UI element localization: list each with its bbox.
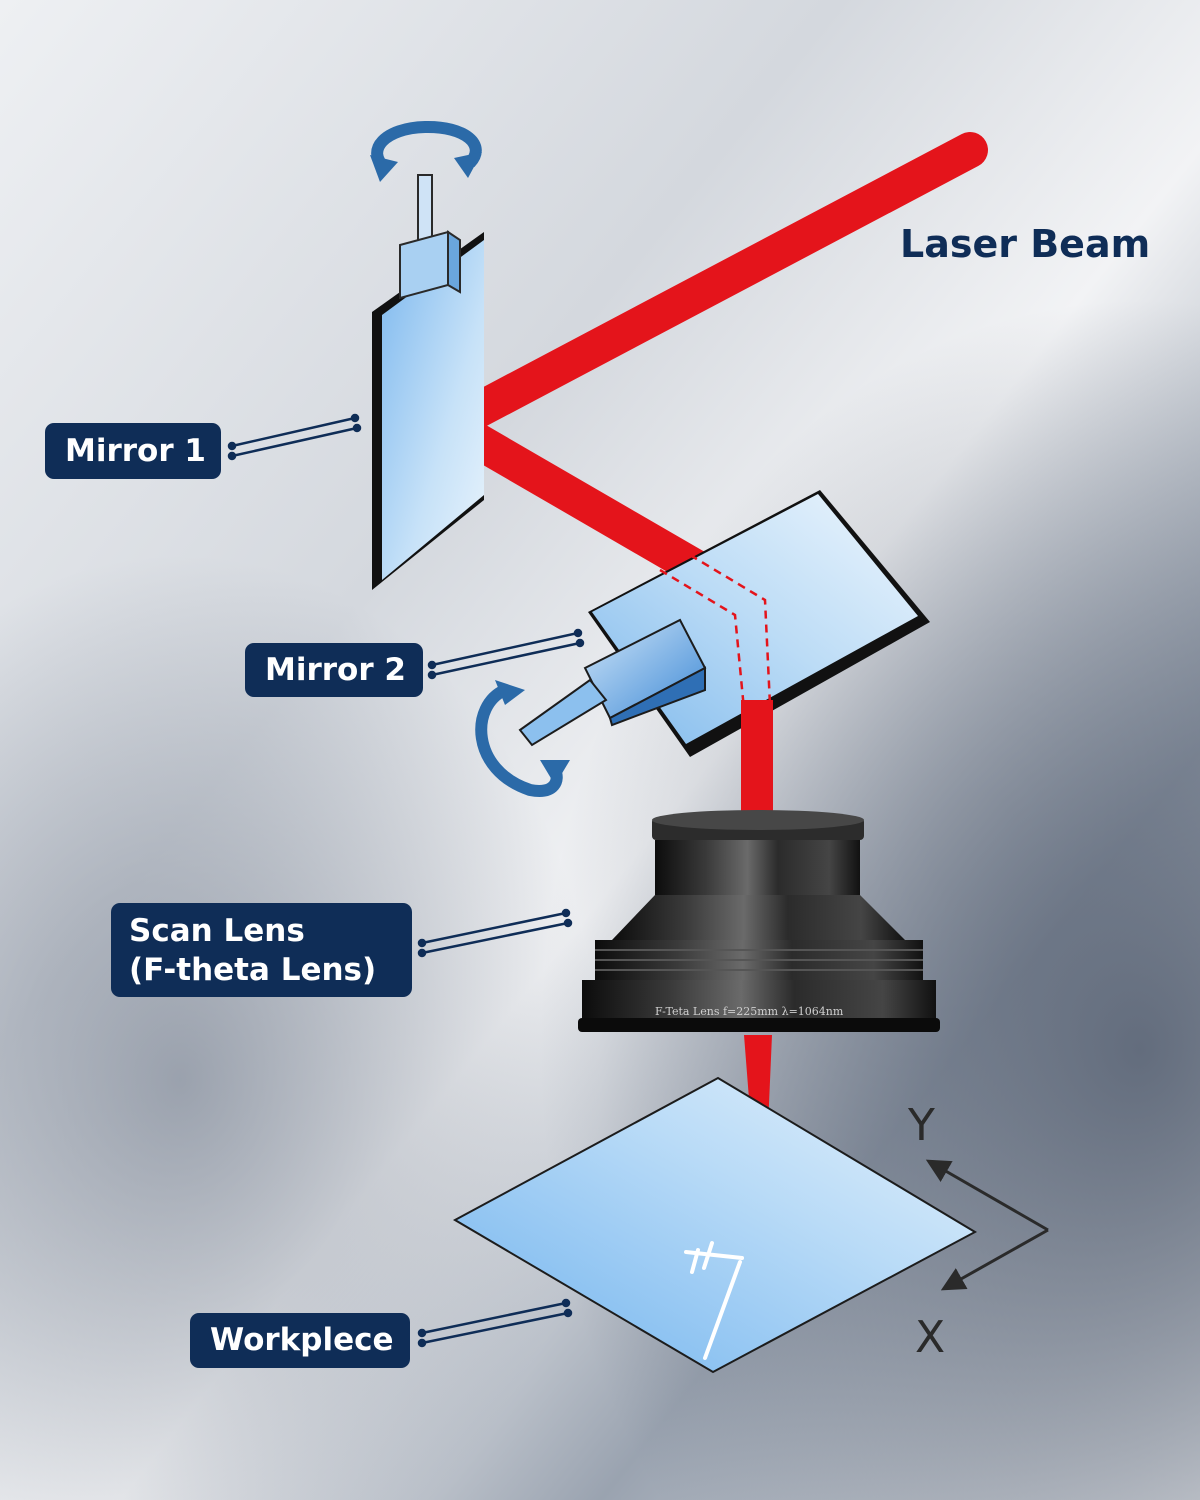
scan-lens-label-line-1: Scan Lens (129, 913, 305, 949)
mirror-1-label: Mirror 1 (45, 423, 221, 479)
workpiece (452, 1076, 978, 1374)
rotate-arrow-icon (370, 120, 482, 182)
laser-beam-incoming (432, 132, 988, 443)
axis-y-label: Y (907, 1100, 935, 1151)
rotate-arrow-icon-2 (475, 680, 570, 797)
scan-lens-label-line-2: (F-theta Lens) (129, 952, 377, 988)
laser-beam-to-mirror-2 (432, 407, 718, 588)
lens-engraving: F-Teta Lens f=225mm λ=1064nm (655, 1005, 844, 1018)
scan-lens-label: Scan Lens (F-theta Lens) (111, 903, 412, 997)
mirror-1 (372, 174, 484, 590)
mirror-2-motor (518, 618, 707, 747)
leader-lines (227, 413, 585, 1348)
xy-axes: Y X (907, 1100, 1049, 1363)
mirror-2-label: Mirror 2 (245, 643, 423, 697)
axis-x-label: X (915, 1312, 945, 1363)
laser-beam-label: Laser Beam (900, 222, 1151, 266)
scan-lens: F-Teta Lens f=225mm λ=1064nm (578, 810, 940, 1032)
workpiece-label: Workplece (190, 1313, 410, 1368)
